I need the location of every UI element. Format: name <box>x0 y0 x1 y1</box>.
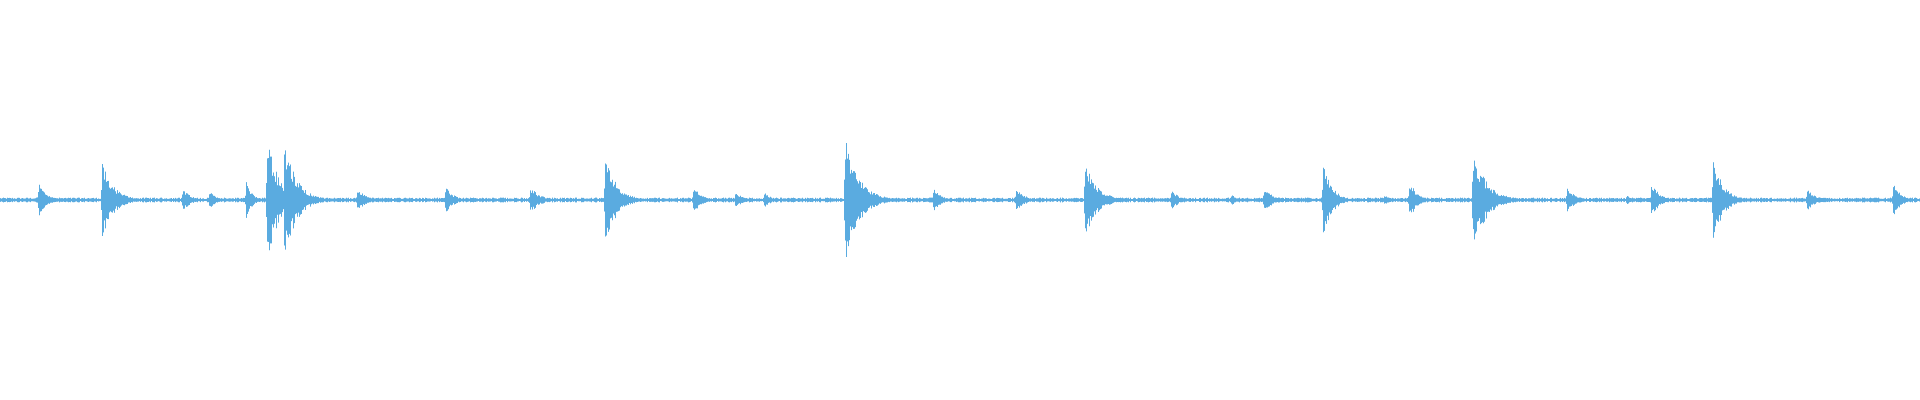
waveform-signal <box>0 142 1920 258</box>
